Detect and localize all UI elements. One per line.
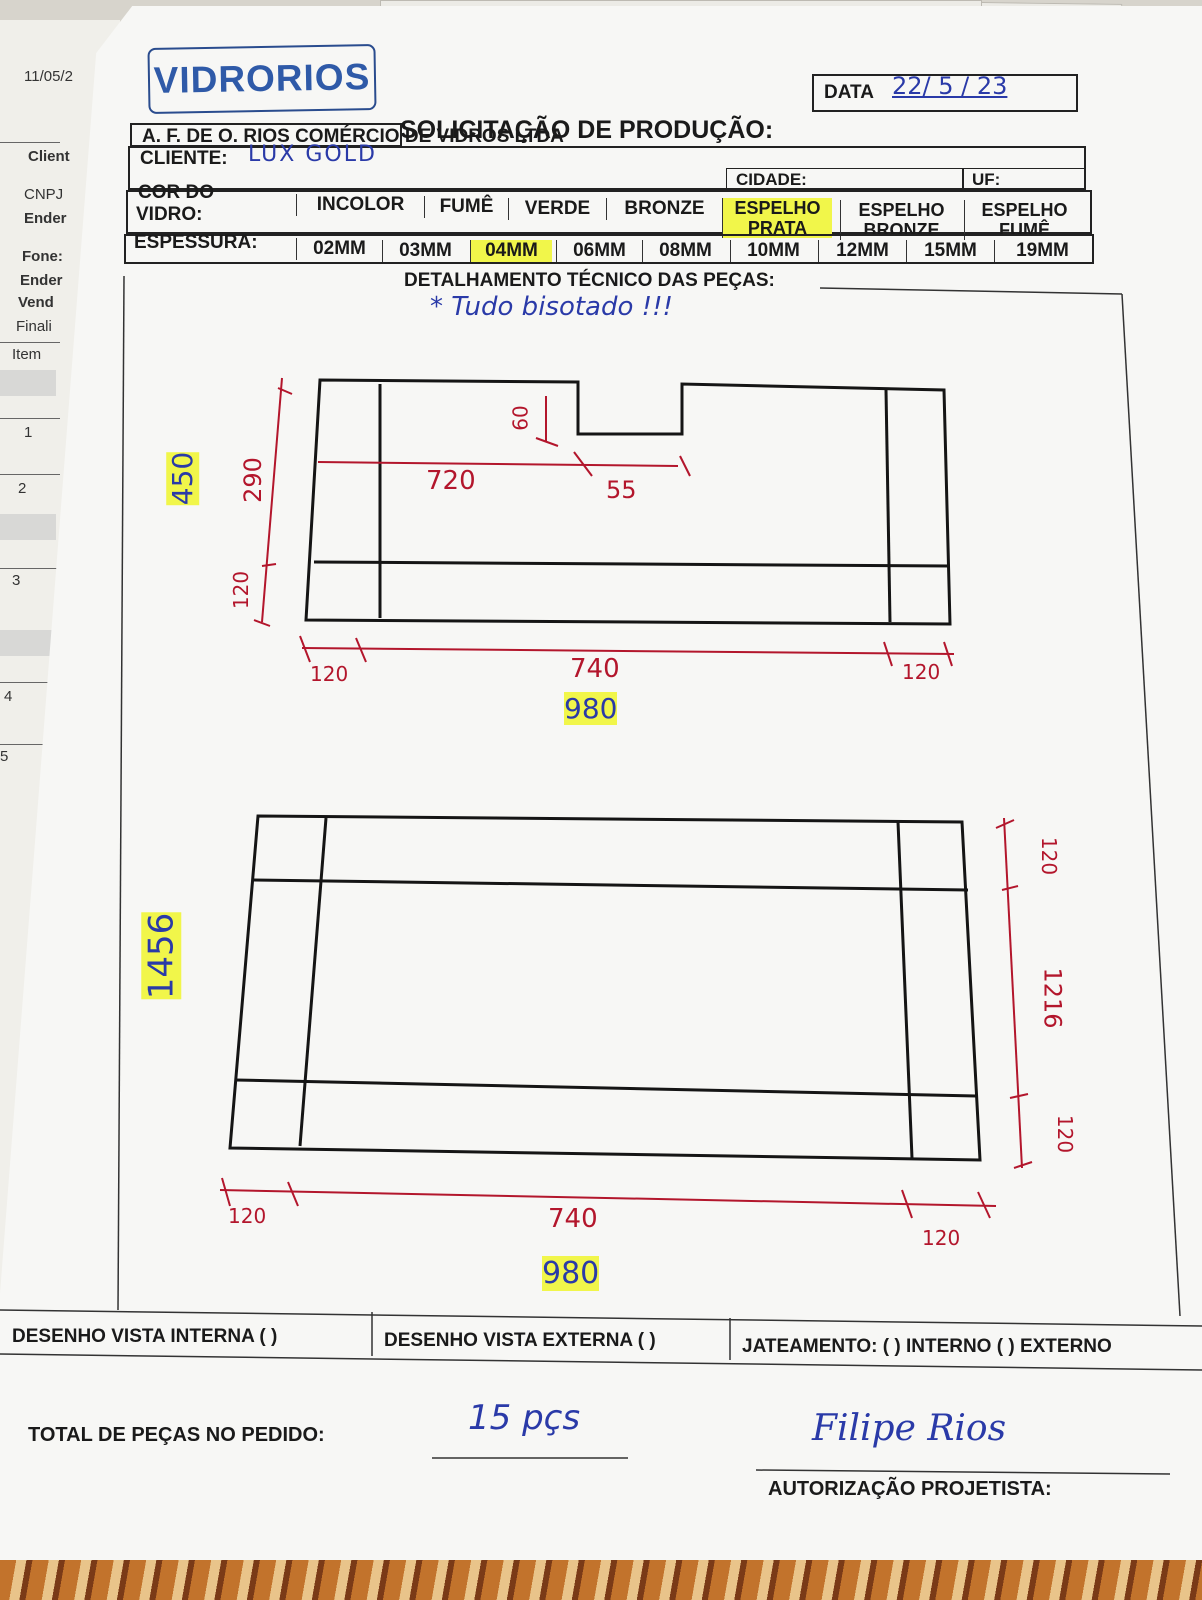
color-option-verde[interactable]: VERDE: [508, 198, 606, 220]
underlying-row: 3: [12, 572, 21, 589]
production-request-form: VIDRORIOS DATA 22/ 5 / 23 SOLICITAÇÃO DE…: [0, 6, 1202, 1576]
underlying-row: 4: [4, 688, 13, 705]
thickness-label: ESPESSURA:: [134, 232, 258, 253]
thickness-option[interactable]: 10MM: [730, 240, 816, 262]
city-cell: [726, 168, 964, 190]
color-option-incolor[interactable]: INCOLOR: [296, 194, 424, 216]
thickness-row: [124, 234, 1094, 264]
underlying-label: Fone:: [22, 248, 63, 265]
drawing-1-total-height: 450: [166, 451, 200, 506]
form-title: SOLICITAÇÃO DE PRODUÇÃO:: [400, 116, 774, 144]
client-value: LUX GOLD: [248, 142, 377, 167]
total-pieces-value: 15 pçs: [468, 1398, 581, 1438]
client-label: CLIENTE:: [140, 148, 228, 169]
drawing-1-notch-width: 55: [606, 476, 637, 504]
drawing-1-notch-depth: 60: [508, 405, 533, 431]
drawing-2-side-left: 120: [228, 1204, 267, 1228]
color-label: COR DO: [138, 182, 214, 203]
drawing-2-height-bottom: 120: [1053, 1114, 1078, 1154]
thickness-option[interactable]: 03MM: [382, 240, 468, 262]
uf-cell: [962, 168, 1086, 190]
technical-drawings: [0, 275, 1202, 1475]
detail-note: * Tudo bisotado !!!: [430, 292, 673, 322]
drawing-1-notch-offset: 720: [426, 466, 476, 496]
thickness-option[interactable]: 08MM: [642, 240, 728, 262]
drawing-2-side-right: 120: [922, 1226, 961, 1250]
date-box: [812, 74, 1078, 112]
drawing-2-middle: 740: [548, 1204, 598, 1234]
date-value: 22/ 5 / 23: [892, 72, 1008, 100]
drawing-1-outline: [304, 378, 952, 626]
underlying-label: Item: [12, 346, 42, 363]
total-pieces-label: TOTAL DE PEÇAS NO PEDIDO:: [28, 1424, 325, 1446]
thickness-option[interactable]: 19MM: [994, 240, 1090, 262]
thickness-option[interactable]: 12MM: [818, 240, 906, 262]
drawing-1-middle: 740: [570, 654, 620, 684]
thickness-option[interactable]: 02MM: [296, 238, 382, 260]
drawing-2-height-middle: 1216: [1038, 967, 1067, 1029]
underlying-label: Ender: [20, 272, 63, 289]
detail-title: DETALHAMENTO TÉCNICO DAS PEÇAS:: [404, 270, 775, 291]
drawing-1-side-left: 120: [310, 662, 349, 686]
color-row: [126, 190, 1092, 234]
designer-signature: Filipe Rios: [812, 1408, 1007, 1449]
underlying-label: CNPJ: [24, 186, 64, 203]
underlying-row: 1: [24, 424, 33, 441]
underlying-label: Vend: [18, 294, 54, 311]
underlying-date: 11/05/2: [24, 68, 73, 85]
designer-authorization-label: AUTORIZAÇÃO PROJETISTA:: [768, 1478, 1052, 1500]
drawing-1-height-bottom: 120: [229, 570, 254, 610]
drawing-1-dimension-lines: [253, 377, 955, 667]
sandblasting-option[interactable]: JATEAMENTO: ( ) INTERNO ( ) EXTERNO: [742, 1336, 1112, 1357]
uf-label: UF:: [972, 170, 1001, 189]
color-option-fume[interactable]: FUMÊ: [424, 196, 508, 218]
drawing-2-height-top: 120: [1037, 836, 1062, 876]
city-label: CIDADE:: [736, 170, 807, 189]
color-label-2: VIDRO:: [136, 204, 203, 225]
thickness-option[interactable]: 15MM: [906, 240, 994, 262]
drawing-2-total-width: 980: [542, 1256, 600, 1291]
underlying-label: Client: [28, 148, 70, 165]
underlying-label: Ender: [24, 210, 67, 227]
drawing-1-height-top: 290: [238, 457, 267, 503]
thickness-option[interactable]: 06MM: [556, 240, 642, 262]
underlying-row: 2: [18, 480, 27, 497]
underlying-row: 5: [0, 748, 9, 765]
external-view-option[interactable]: DESENHO VISTA EXTERNA ( ): [384, 1330, 656, 1351]
drawing-2-outline: [228, 814, 982, 1162]
company-name: A. F. DE O. RIOS COMÉRCIO DE VIDROS LTDA: [142, 126, 564, 147]
thickness-option-selected[interactable]: 04MM: [470, 240, 552, 262]
color-option-bronze[interactable]: BRONZE: [606, 198, 722, 220]
drawing-2-dimension-lines: [219, 817, 1033, 1219]
drawing-1-side-right: 120: [902, 660, 941, 684]
drawing-1-total-width: 980: [564, 692, 618, 725]
underlying-label: Finali: [16, 318, 52, 335]
internal-view-option[interactable]: DESENHO VISTA INTERNA ( ): [12, 1326, 278, 1347]
drawing-2-total-height: 1456: [141, 912, 182, 1000]
date-label: DATA: [824, 82, 874, 103]
page-frame-lines: [0, 275, 1202, 1475]
floor-background: [0, 1560, 1202, 1600]
